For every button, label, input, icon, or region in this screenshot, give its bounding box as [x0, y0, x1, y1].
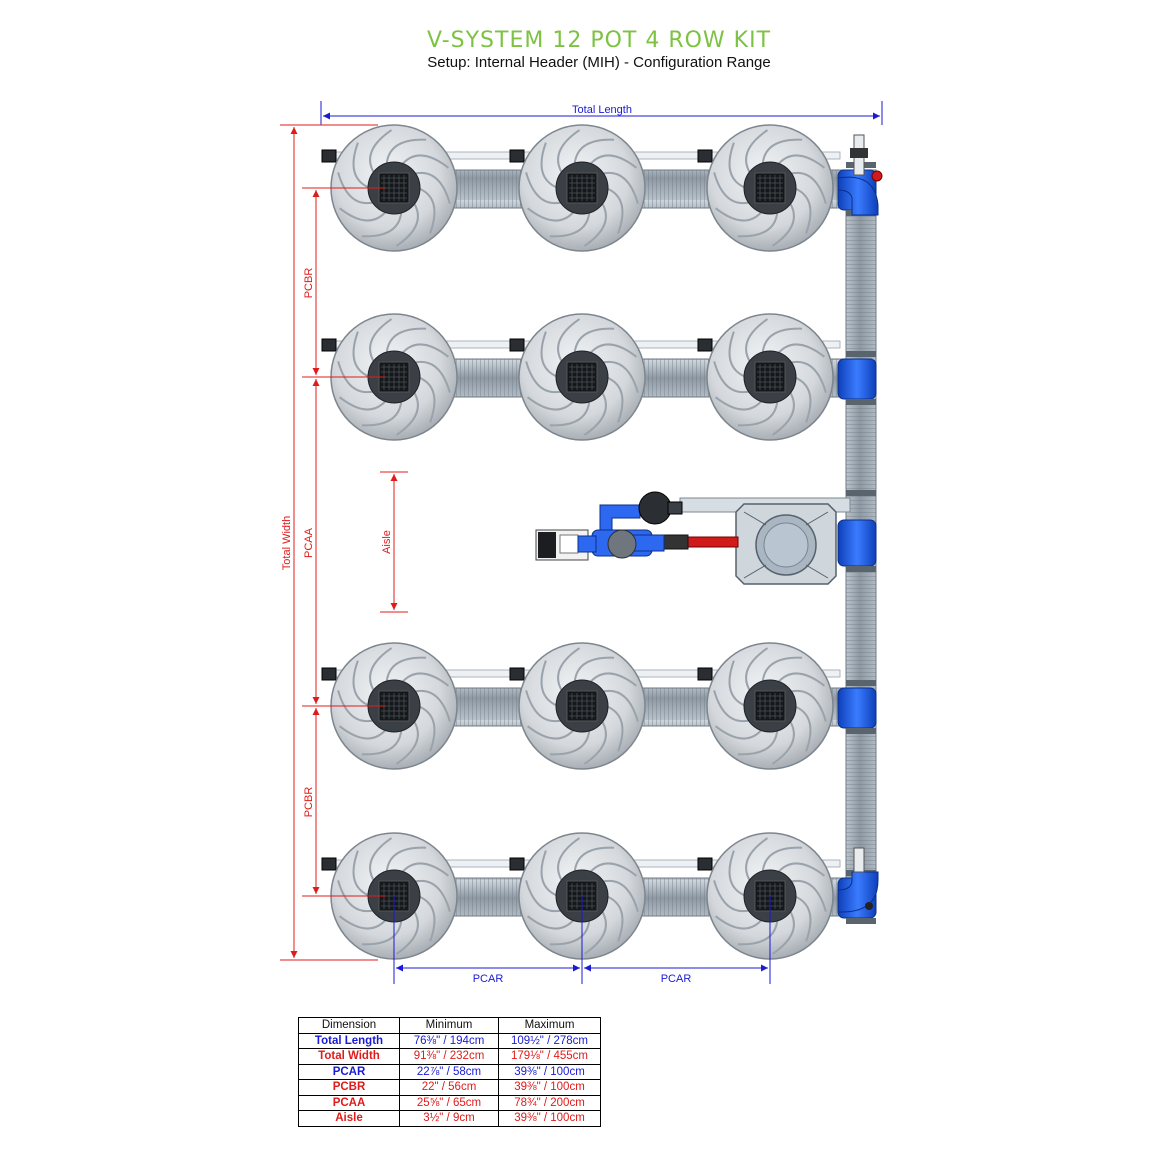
- total-width-label: Total Width: [281, 516, 293, 570]
- table-cell-min: 25⅝" / 65cm: [399, 1094, 499, 1111]
- pot-row: [321, 642, 851, 770]
- pot: [697, 313, 834, 441]
- drip-fitting: [509, 338, 525, 352]
- table-header-maximum: Maximum: [498, 1017, 601, 1034]
- pcbr-bottom-label: PCBR: [303, 787, 315, 818]
- pot-row: [321, 124, 851, 252]
- pot: [697, 642, 834, 770]
- drip-fitting: [509, 149, 525, 163]
- table-cell-min: 22⅞" / 58cm: [399, 1063, 499, 1080]
- table-cell-max: 39⅜" / 100cm: [498, 1079, 601, 1096]
- reservoir-tank: [735, 503, 837, 585]
- drip-fitting: [321, 149, 337, 163]
- drip-fitting: [697, 857, 713, 871]
- table-cell-min: 76⅜" / 194cm: [399, 1032, 499, 1049]
- drip-fitting: [509, 667, 525, 681]
- drip-fitting: [697, 149, 713, 163]
- header-connector: [837, 680, 877, 734]
- top-corner-fitting: [837, 134, 883, 216]
- total-length-label: Total Length: [572, 104, 632, 116]
- header-connector: [837, 490, 877, 572]
- pot: [321, 124, 458, 252]
- pcar-right-label: PCAR: [661, 973, 692, 985]
- dimension-lines: [280, 101, 883, 984]
- page-subtitle: Setup: Internal Header (MIH) - Configura…: [427, 54, 771, 71]
- drip-fitting: [697, 338, 713, 352]
- table-cell-max: 39⅜" / 100cm: [498, 1063, 601, 1080]
- table-header-dimension: Dimension: [298, 1017, 400, 1034]
- pot-row: [321, 313, 851, 441]
- pot: [509, 832, 646, 960]
- pot: [509, 642, 646, 770]
- drip-fitting: [321, 857, 337, 871]
- pot-row: [321, 832, 851, 960]
- table-cell-min: 91⅜" / 232cm: [399, 1048, 499, 1065]
- page-title: V-SYSTEM 12 POT 4 ROW KIT: [426, 28, 772, 53]
- drip-fitting: [321, 338, 337, 352]
- pcaa-label: PCAA: [303, 527, 315, 558]
- table-cell-min: 22" / 56cm: [399, 1079, 499, 1096]
- table-header-minimum: Minimum: [399, 1017, 499, 1034]
- drip-fitting: [697, 667, 713, 681]
- table-cell-max: 39⅜" / 100cm: [498, 1110, 601, 1127]
- header-connector: [837, 351, 877, 405]
- table-cell-min: 3½" / 9cm: [399, 1110, 499, 1127]
- table-cell-name: Total Width: [298, 1048, 400, 1065]
- table-cell-max: 78¾" / 200cm: [498, 1094, 601, 1111]
- pcbr-top-label: PCBR: [303, 268, 315, 299]
- pot: [697, 124, 834, 252]
- table-cell-name: Aisle: [298, 1110, 400, 1127]
- bottom-corner-fitting: [837, 847, 879, 913]
- table-cell-name: PCBR: [298, 1079, 400, 1096]
- table-cell-name: Total Length: [298, 1032, 400, 1049]
- pump-assembly: [535, 491, 851, 585]
- pot: [321, 642, 458, 770]
- table-cell-name: PCAR: [298, 1063, 400, 1080]
- drip-fitting: [509, 857, 525, 871]
- table-cell-max: 109½" / 278cm: [498, 1032, 601, 1049]
- table-header-row: Dimension Minimum Maximum: [298, 1017, 601, 1034]
- drip-fitting: [321, 667, 337, 681]
- pot: [697, 832, 834, 960]
- pot: [509, 313, 646, 441]
- table-cell-max: 179⅛" / 455cm: [498, 1048, 601, 1065]
- pcar-left-label: PCAR: [473, 973, 504, 985]
- table-cell-name: PCAA: [298, 1094, 400, 1111]
- aisle-label: Aisle: [381, 530, 393, 554]
- pot: [509, 124, 646, 252]
